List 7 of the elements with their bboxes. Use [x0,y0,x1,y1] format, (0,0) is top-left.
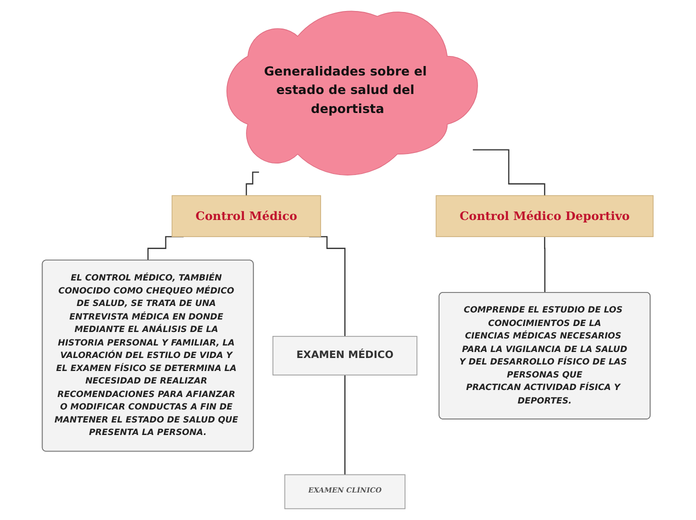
connector [473,149,546,196]
node-box: EXAMEN MÉDICO [272,336,418,376]
connector [344,374,346,476]
node-box: Control Médico Deportivo [436,195,654,238]
connector [246,172,260,196]
node-box: Control Médico [172,195,322,238]
connector [544,236,546,294]
